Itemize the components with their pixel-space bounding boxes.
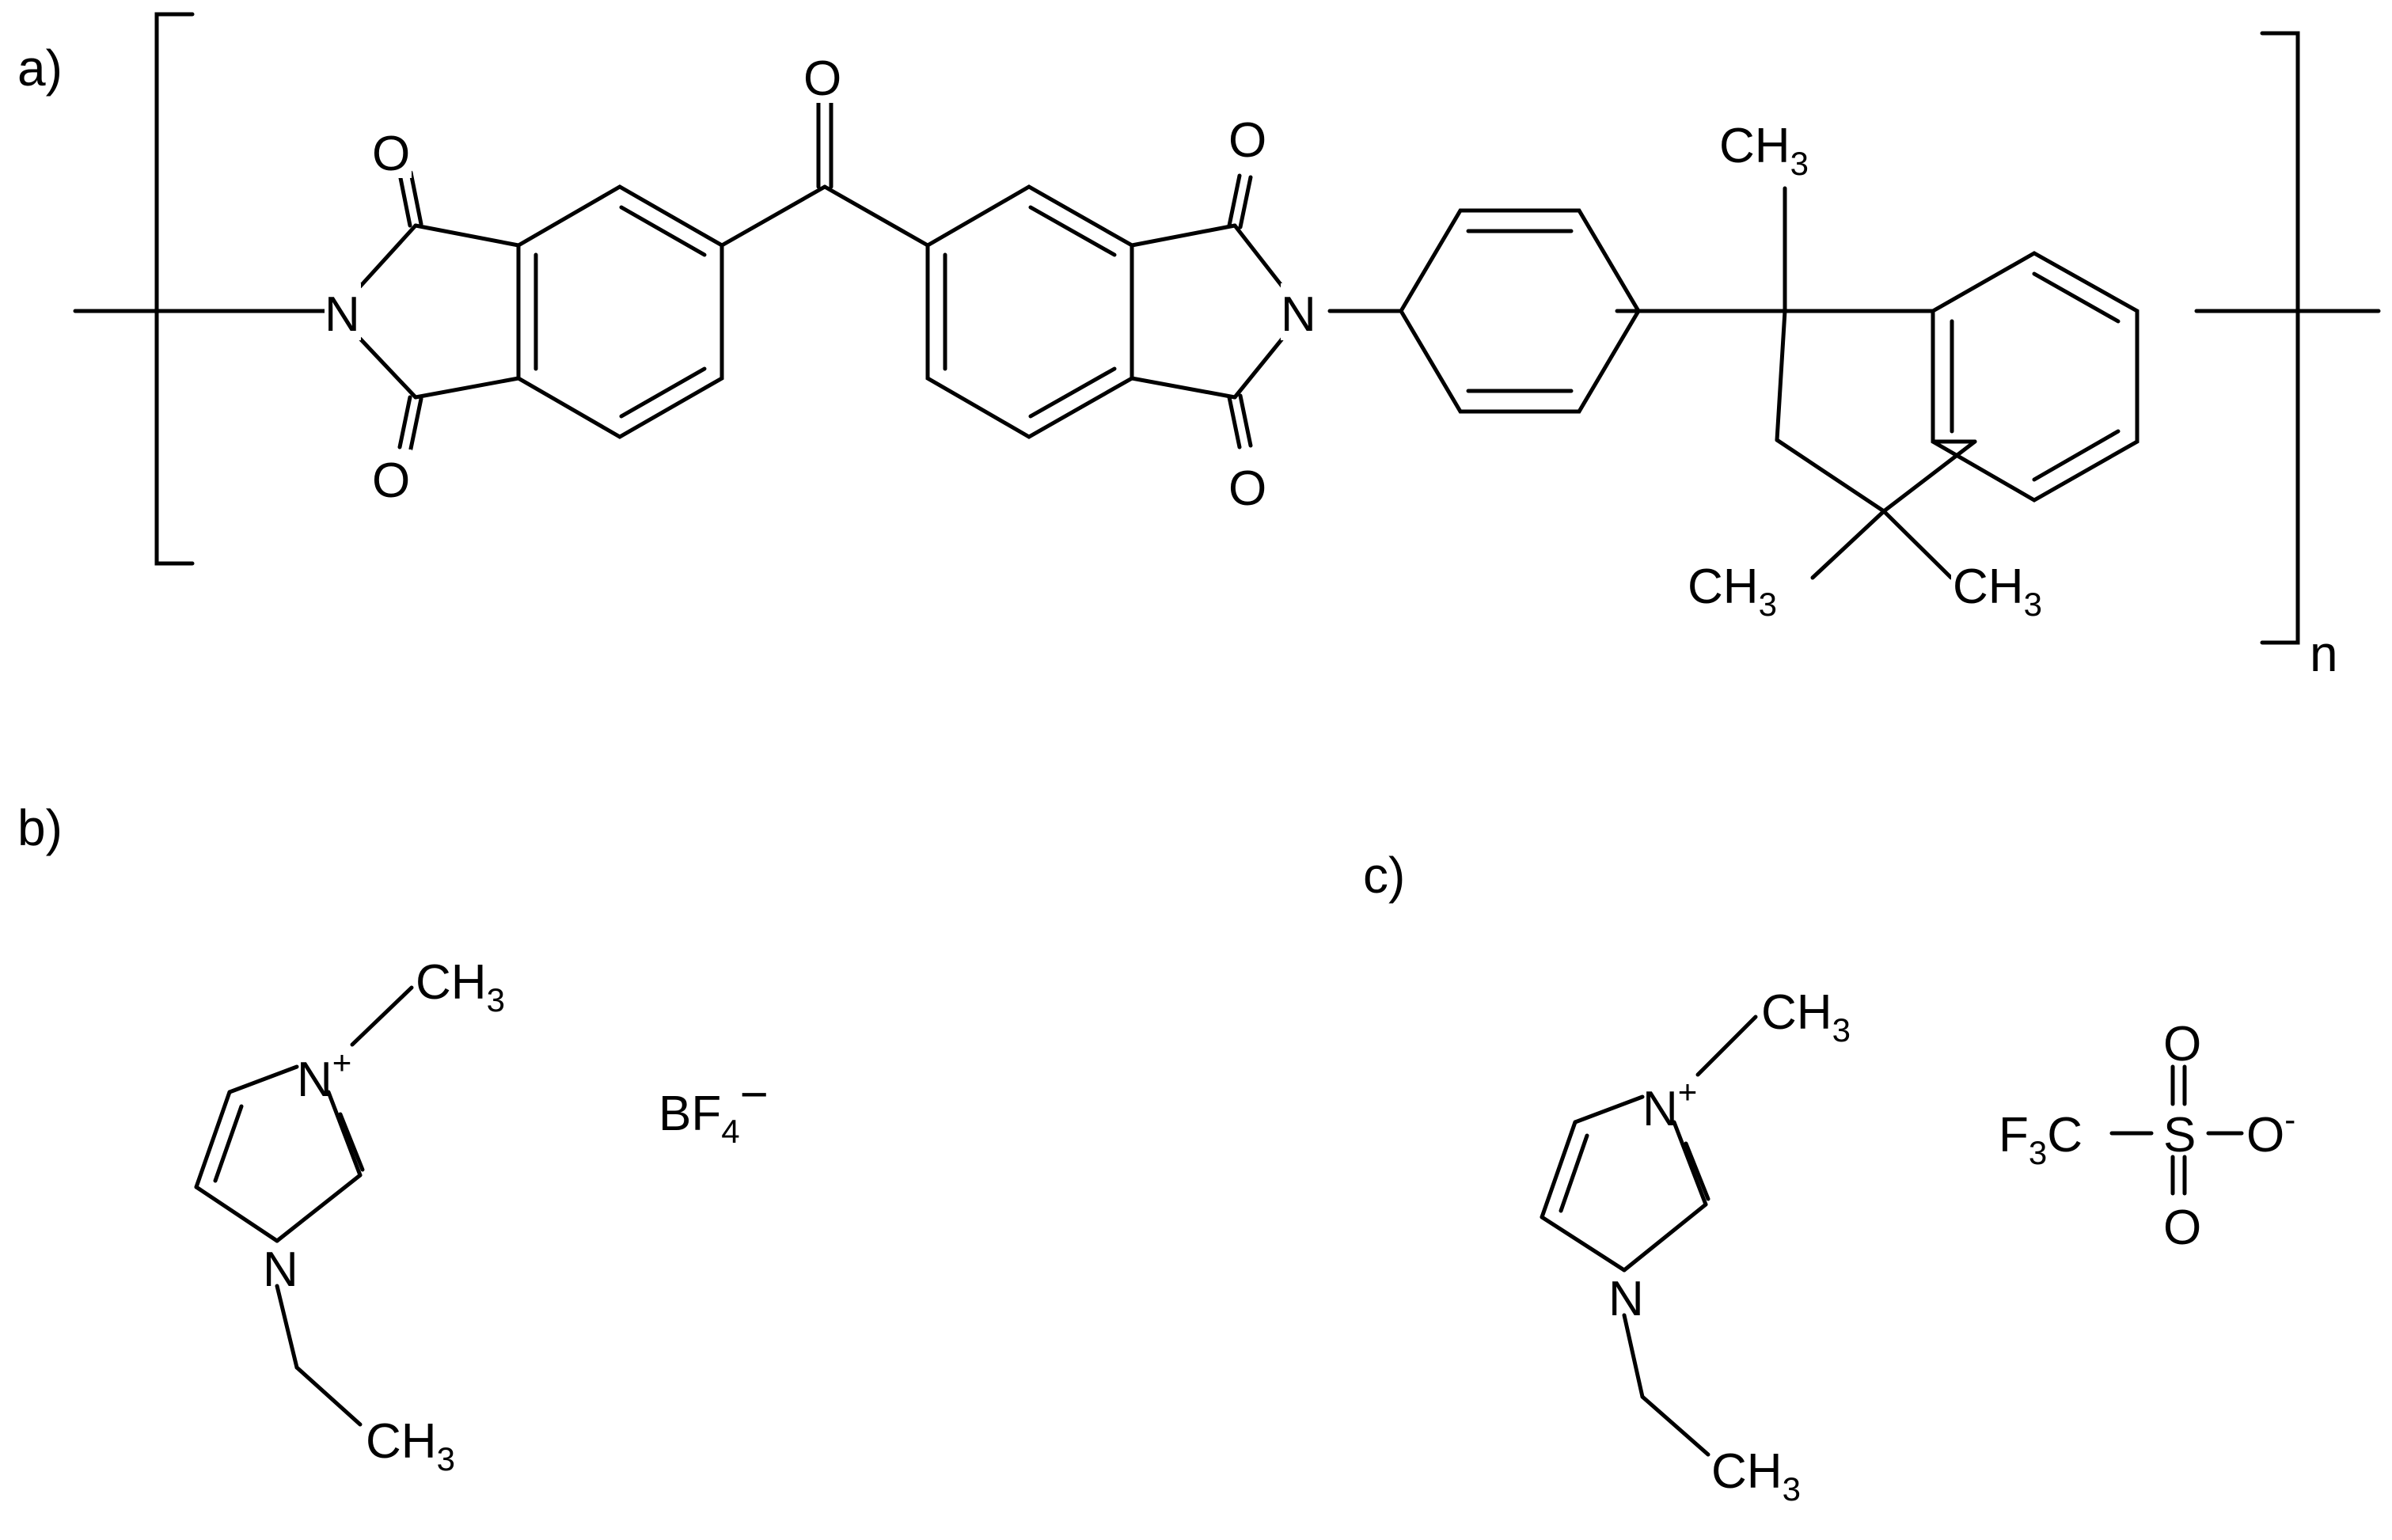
atom-o-1: O — [372, 127, 410, 181]
atom-n-right: N — [1281, 287, 1316, 342]
emim-bf4: N+ N CH3 CH3 BF4− — [194, 955, 769, 1477]
methyl-bottom-left: CH3 — [1686, 554, 1805, 623]
methyl-c: CH3 — [1761, 985, 1851, 1049]
indane-five-ring — [1775, 186, 1977, 580]
triflate-s: S — [2163, 1108, 2196, 1163]
benzene-ring-2 — [925, 184, 1134, 439]
atom-o-3: O — [1228, 113, 1266, 168]
phenylene-ring — [1399, 208, 1641, 414]
atom-n-b: N — [263, 1242, 298, 1297]
emim-triflate: N+ N CH3 CH3 F3C S O O O- — [1540, 985, 2295, 1508]
atom-n-c: N — [1608, 1272, 1644, 1326]
tetrafluoroborate-anion: BF4− — [659, 1068, 769, 1150]
panel-label-a: a) — [17, 40, 63, 97]
panel-label-c: c) — [1363, 847, 1405, 904]
benzene-ring-1 — [516, 184, 724, 439]
imidazolium-ring-b — [194, 985, 414, 1427]
methyl-top: CH3 — [1718, 117, 1836, 182]
triflate-o-bottom: O — [2163, 1201, 2201, 1255]
atom-o-4: O — [1228, 461, 1266, 516]
ethyl-methyl-b: CH3 — [366, 1414, 455, 1477]
imidazolium-ring-c — [1540, 1015, 1758, 1457]
atom-n-plus-c: N+ — [1642, 1073, 1697, 1136]
central-ketone — [719, 101, 930, 248]
triflate-o-top: O — [2163, 1017, 2201, 1072]
repeat-subscript-n: n — [2310, 625, 2338, 682]
triflate-anion: F3C S O O O- — [1999, 1017, 2295, 1255]
svg-text:CH3: CH3 — [1719, 119, 1809, 182]
svg-text:CH3: CH3 — [1688, 559, 1777, 623]
svg-text:CH3: CH3 — [1953, 559, 2042, 623]
methyl-bottom-right: CH3 — [1951, 554, 2070, 623]
imide-ring-left — [358, 170, 521, 451]
atom-n-left: N — [325, 287, 360, 342]
atom-n-plus-b: N+ — [297, 1044, 351, 1107]
methyl-b: CH3 — [416, 955, 505, 1018]
panel-label-b: b) — [17, 799, 63, 856]
imide-ring-right — [1130, 173, 1285, 449]
left-bracket — [154, 12, 195, 566]
right-bracket — [2260, 31, 2300, 645]
atom-o-2: O — [372, 453, 410, 508]
indane-benzene-ring — [1931, 251, 2140, 503]
atom-o-ketone: O — [803, 51, 841, 106]
polyimide-repeat-unit: N O O O O O N CH3 CH3 CH3 n — [73, 12, 2381, 682]
triflate-o-minus: O- — [2246, 1101, 2295, 1163]
ethyl-methyl-c: CH3 — [1711, 1444, 1801, 1508]
triflate-cf3: F3C — [1999, 1108, 2083, 1171]
